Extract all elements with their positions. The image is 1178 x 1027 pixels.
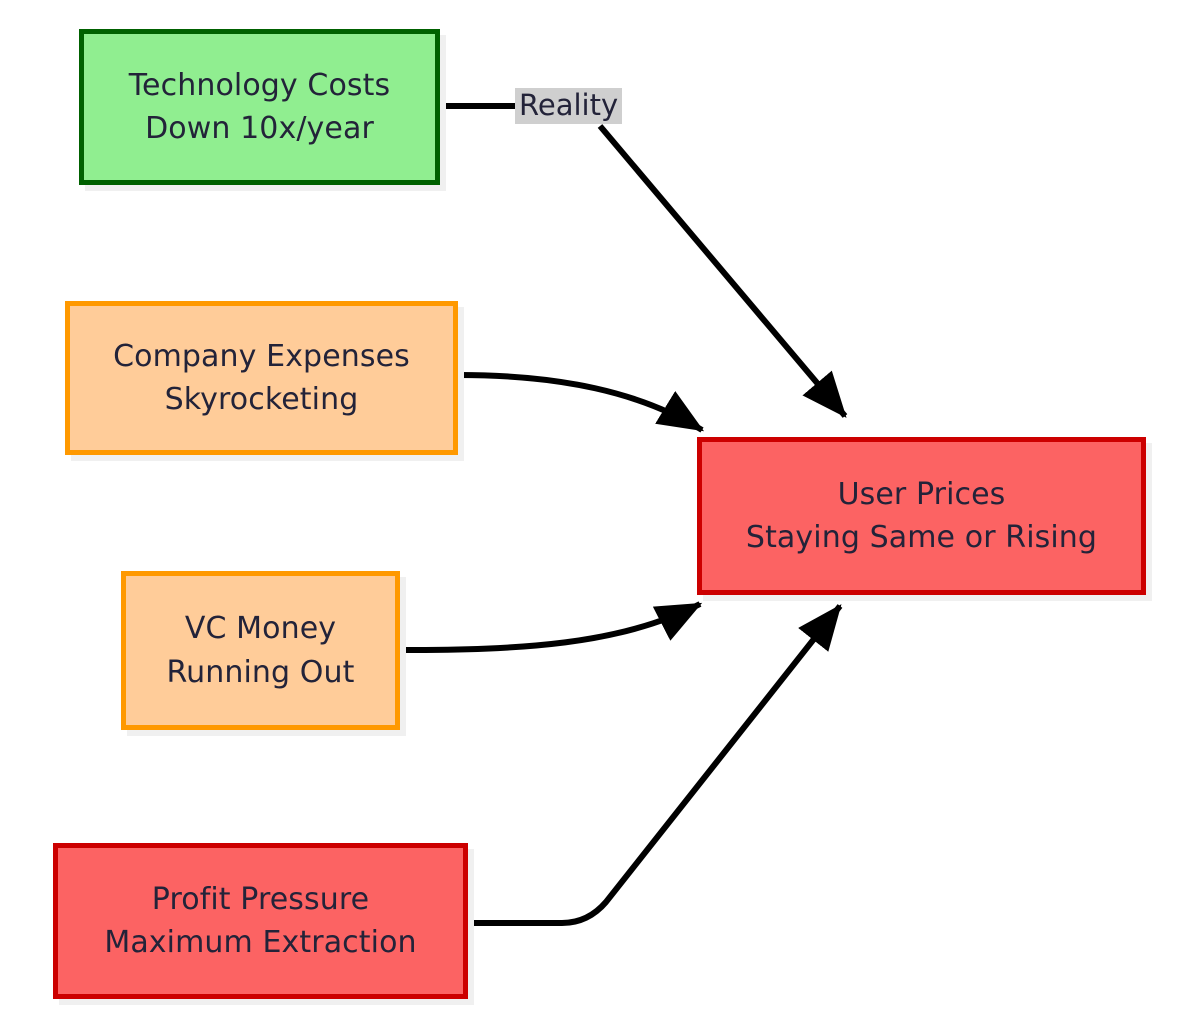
node-user-prices-label: User Prices Staying Same or Rising (745, 476, 1098, 556)
edge-profit-to-prices (469, 604, 843, 926)
edge-label-reality: Reality (515, 88, 623, 124)
node-technology-costs[interactable]: Technology Costs Down 10x/year (79, 29, 440, 185)
node-vc-money-label: VC Money Running Out (166, 611, 355, 690)
node-company-expenses-label: Company Expenses Skyrocketing (113, 338, 410, 418)
node-profit-pressure-label: Profit Pressure Maximum Extraction (104, 881, 417, 961)
node-company-expenses[interactable]: Company Expenses Skyrocketing (65, 301, 458, 455)
edge-expenses-to-prices (458, 372, 705, 433)
node-profit-pressure[interactable]: Profit Pressure Maximum Extraction (53, 843, 468, 999)
node-user-prices[interactable]: User Prices Staying Same or Rising (697, 437, 1146, 595)
node-vc-money[interactable]: VC Money Running Out (121, 571, 400, 730)
edge-tech-to-prices (597, 124, 848, 418)
edge-vc-to-prices (400, 601, 703, 653)
node-technology-costs-label: Technology Costs Down 10x/year (128, 67, 391, 147)
